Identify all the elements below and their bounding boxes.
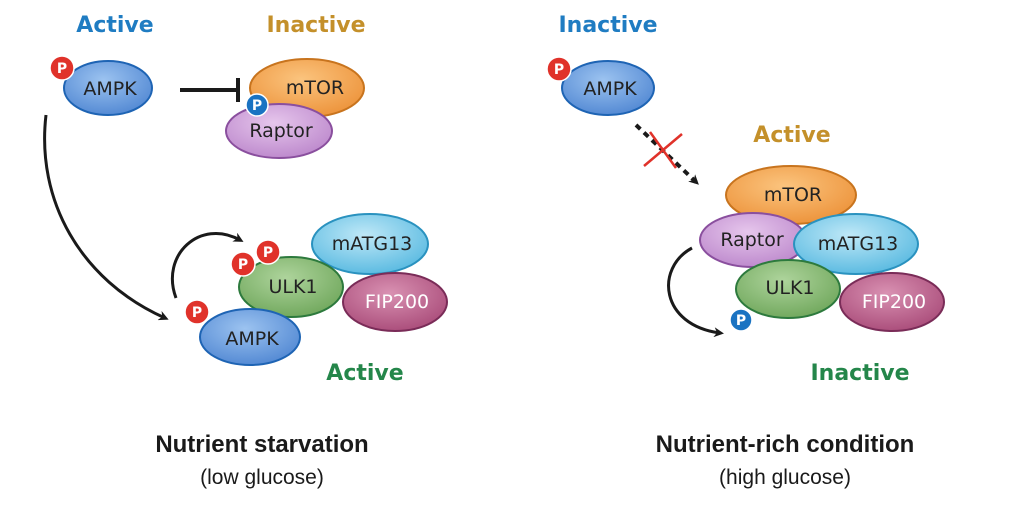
ulk1-label: ULK1 <box>765 277 814 299</box>
fip200-label: FIP200 <box>365 291 429 313</box>
ampk-label: AMPK <box>83 78 137 100</box>
raptor-protein: Raptor <box>699 212 807 268</box>
svg-text:P: P <box>554 62 564 78</box>
ampk-state-label: Active <box>76 13 153 38</box>
complex-state-label: Active <box>326 361 403 386</box>
mtor-state-label: Active <box>753 123 830 148</box>
ampk-complex-label: AMPK <box>225 328 279 350</box>
svg-text:P: P <box>192 305 202 321</box>
phospho-red-icon: P <box>546 56 572 82</box>
ulk1-protein: ULK1 <box>238 256 344 318</box>
svg-text:P: P <box>736 313 746 329</box>
mtor-label: mTOR <box>286 77 344 99</box>
ulk1-protein: ULK1 <box>735 259 841 319</box>
matg13-protein: mATG13 <box>793 213 919 275</box>
matg13-label: mATG13 <box>818 233 899 255</box>
ampk-protein: AMPK <box>63 60 153 116</box>
mtor-label: mTOR <box>764 184 822 206</box>
mtor-protein: mTOR <box>725 165 857 225</box>
svg-text:P: P <box>252 98 262 114</box>
matg13-protein: mATG13 <box>311 213 429 275</box>
complex-state-label: Inactive <box>810 361 909 386</box>
phospho-blue-icon: P <box>729 308 753 332</box>
raptor-protein: Raptor <box>225 103 333 159</box>
caption-title: Nutrient-rich condition <box>656 431 915 458</box>
ulk1-label: ULK1 <box>268 276 317 298</box>
matg13-label: mATG13 <box>332 233 413 255</box>
caption-subtitle: (low glucose) <box>200 466 324 489</box>
ampk-complex-protein: AMPK <box>199 308 301 366</box>
caption-subtitle: (high glucose) <box>719 466 851 489</box>
blocked-activation-arrow <box>634 123 699 185</box>
inhibition-arrow <box>180 78 240 102</box>
mtor-protein: mTOR <box>249 58 365 118</box>
ampk-label: AMPK <box>583 78 637 100</box>
phospho-red-icon: P <box>255 239 281 265</box>
raptor-label: Raptor <box>720 229 784 251</box>
svg-text:P: P <box>57 61 67 77</box>
phospho-red-icon: P <box>49 55 75 81</box>
phosphorylation-arrow <box>170 232 244 299</box>
left-panel: Active Inactive AMPK P mTOR Raptor P <box>43 13 448 489</box>
raptor-label: Raptor <box>249 120 313 142</box>
phospho-red-icon: P <box>230 251 256 277</box>
fip200-label: FIP200 <box>862 291 926 313</box>
phospho-red-icon: P <box>184 299 210 325</box>
fip200-protein: FIP200 <box>342 272 448 332</box>
ampk-state-label: Inactive <box>558 13 657 38</box>
svg-text:P: P <box>238 257 248 273</box>
right-panel: Inactive AMPK P Active mTOR Raptor mATG1… <box>546 13 945 489</box>
caption-title: Nutrient starvation <box>155 431 368 458</box>
ampk-protein: AMPK <box>561 60 655 116</box>
activation-arrow <box>43 114 169 321</box>
phosphorylation-arrow <box>667 246 724 338</box>
svg-text:P: P <box>263 245 273 261</box>
fip200-protein: FIP200 <box>839 272 945 332</box>
phospho-blue-icon: P <box>245 93 269 117</box>
mtor-state-label: Inactive <box>266 13 365 38</box>
